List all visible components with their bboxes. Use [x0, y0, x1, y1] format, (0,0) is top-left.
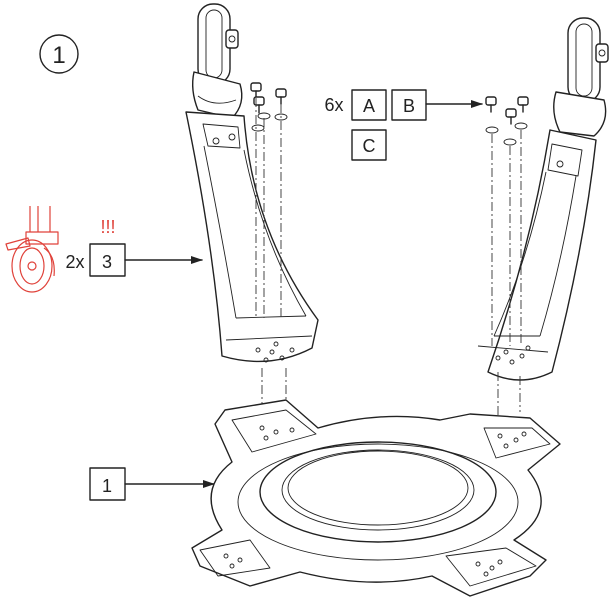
step-badge: 1: [39, 34, 79, 74]
left-leg: [185, 3, 319, 412]
base-pad-front-left: [199, 539, 271, 577]
part-a-box: [351, 89, 387, 121]
base-callout: 1: [89, 467, 215, 501]
washer-icon: [251, 124, 265, 132]
base-plate: [191, 399, 561, 597]
screw-icon: [250, 82, 262, 99]
step-number: 1: [52, 42, 65, 69]
left-leg-body: [185, 111, 319, 363]
part-c-label: C: [363, 136, 376, 156]
part-3-label: 3: [102, 252, 112, 272]
left-leg-holes: [255, 341, 295, 363]
screw-icon: [253, 96, 265, 114]
right-leg-holes: [495, 345, 531, 365]
right-leg: [477, 17, 609, 418]
base-ring: [259, 441, 497, 543]
base-pad-back-left: [231, 409, 317, 453]
screws-callout: 6x A B C: [324, 89, 483, 161]
right-screw-set: [485, 96, 529, 146]
part-b-box: [391, 89, 427, 121]
washer-icon: [514, 122, 528, 130]
base-holes: [223, 425, 527, 577]
screw-icon: [275, 88, 287, 105]
part-a-label: A: [363, 96, 375, 116]
right-leg-body: [487, 129, 597, 381]
part-b-label: B: [403, 96, 415, 116]
washer-icon: [503, 138, 517, 146]
screws-quantity: 6x: [324, 95, 343, 115]
screw-icon: [485, 96, 497, 113]
washer-icon: [485, 126, 499, 134]
legs-quantity: 2x: [65, 252, 84, 272]
right-caster-icon: [553, 17, 609, 137]
washer-icon: [274, 113, 288, 121]
warning-text: !!!: [100, 217, 115, 237]
left-caster-icon: [191, 3, 243, 119]
base-outline: [191, 399, 561, 597]
screw-icon: [505, 108, 517, 125]
part-1-label: 1: [102, 476, 112, 496]
part-c-box: [351, 129, 387, 161]
base-pad-front-right: [445, 547, 537, 587]
step-circle: [39, 34, 79, 74]
warning-caster-icon: !!!: [5, 206, 116, 293]
base-pad-back-right: [483, 427, 551, 459]
screw-icon: [517, 96, 529, 113]
legs-callout: 2x 3: [65, 243, 203, 277]
